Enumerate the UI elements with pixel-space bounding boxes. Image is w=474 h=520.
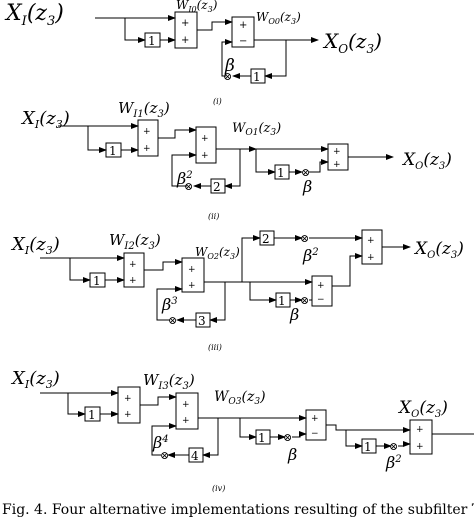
delay-1-text: 1 [364, 440, 372, 454]
beta-label: β [287, 445, 297, 464]
multiplier-icon: ⊗ [389, 440, 398, 453]
plus-sign: + [333, 147, 341, 157]
plus-sign: + [239, 20, 247, 31]
adder-iv2 [175, 392, 199, 430]
delay-4-text: 4 [191, 449, 199, 463]
beta-cubed-label: β3 [161, 295, 178, 314]
beta-label: β [224, 56, 235, 76]
delay-1-text: 1 [148, 34, 156, 48]
plus-sign: + [311, 414, 319, 424]
plus-sign: + [416, 442, 424, 452]
adder-iii2 [181, 257, 205, 293]
plus-sign: + [188, 281, 196, 291]
adder-ii2 [195, 126, 217, 164]
subfig-label-ii: (ii) [208, 212, 219, 221]
wi3-label: WI3(z3) [143, 371, 195, 392]
multiplier-icon: ⊗ [300, 294, 309, 307]
subfig-label-iv: (iv) [212, 484, 225, 493]
output-label-iv: XO(z3) [397, 398, 448, 420]
beta-label: β [289, 305, 299, 324]
wi2-label: WI2(z3) [109, 231, 161, 252]
minus-sign: − [317, 295, 325, 305]
plus-sign: + [143, 127, 151, 137]
subfig-label-i: (i) [213, 97, 222, 106]
beta-squared-label: β2 [385, 453, 402, 472]
plus-sign: + [181, 35, 189, 46]
adder-iv4 [409, 419, 433, 455]
beta-squared-label: β2 [176, 169, 193, 188]
plus-sign: + [333, 160, 341, 170]
output-label-ii: XO(z3) [401, 150, 452, 172]
delay-1-text: 1 [258, 431, 266, 445]
wi0-label: WI0(z3) [176, 0, 218, 14]
wo1-label: WO1(z3) [232, 121, 281, 138]
multiplier-icon: ⊗ [184, 180, 193, 193]
delay-3-text: 3 [198, 314, 206, 328]
wo3-label: WO3(z3) [214, 389, 266, 407]
plus-sign: + [182, 416, 190, 426]
plus-sign: + [124, 410, 132, 420]
figure-caption: Fig. 4. Four alternative implementations… [2, 502, 474, 518]
plus-sign: + [124, 394, 132, 404]
input-label-ii: XI(z3) [20, 108, 70, 131]
input-label-iii: XI(z3) [10, 234, 60, 257]
diagram-i [95, 11, 319, 84]
multiplier-icon: ⊗ [300, 232, 309, 245]
delay-1-text: 1 [278, 294, 286, 308]
plus-sign: + [182, 400, 190, 410]
multiplier-icon: ⊗ [160, 449, 169, 462]
adder-i2 [231, 16, 255, 48]
diagram-iii [40, 229, 411, 328]
minus-sign: − [311, 429, 319, 439]
diagram-ii [58, 119, 394, 194]
diagram-iv [40, 386, 474, 463]
multiplier-icon: ⊗ [301, 166, 310, 179]
input-label-i: XI(z3) [4, 1, 64, 29]
wi1-label: WI1(z3) [118, 99, 170, 120]
delay-1-text: 1 [253, 70, 261, 84]
beta-squared-label: β2 [302, 246, 319, 265]
wo2-label: WO2(z3) [195, 245, 240, 261]
plus-sign: + [367, 236, 375, 246]
delay-1-text: 1 [109, 144, 117, 158]
output-label-iii: XO(z3) [413, 239, 464, 261]
beta-label: β [302, 177, 312, 196]
plus-sign: + [367, 253, 375, 263]
delay-1-text: 1 [93, 274, 101, 288]
plus-sign: + [317, 281, 325, 291]
plus-sign: + [188, 265, 196, 275]
multiplier-icon: ⊗ [283, 431, 292, 444]
delay-2-text: 2 [262, 232, 270, 246]
delay-2-text: 2 [213, 180, 221, 194]
delay-1-text: 1 [277, 166, 285, 180]
adder-iii3 [311, 275, 333, 307]
plus-sign: + [201, 151, 209, 161]
subfig-label-iii: (iii) [208, 343, 222, 352]
delay-1-text: 1 [88, 408, 96, 422]
plus-sign: + [143, 144, 151, 154]
plus-sign: + [201, 134, 209, 144]
plus-sign: + [181, 18, 189, 29]
plus-sign: + [416, 425, 424, 435]
wo0-label: WO0(z3) [256, 10, 301, 26]
input-label-iv: XI(z3) [10, 368, 60, 391]
output-label-i: XO(z3) [322, 29, 382, 56]
plus-sign: + [129, 276, 137, 286]
plus-sign: + [129, 260, 137, 270]
beta-fourth-label: β4 [152, 433, 169, 452]
minus-sign: − [239, 36, 247, 47]
multiplier-icon: ⊗ [223, 70, 232, 83]
multiplier-icon: ⊗ [168, 314, 177, 327]
